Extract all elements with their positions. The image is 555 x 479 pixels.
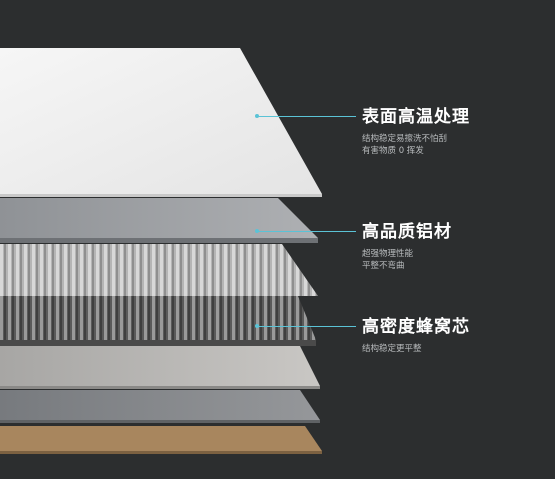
callout-2-dot [255, 229, 259, 233]
honeycomb-core-light [0, 244, 318, 296]
callout-1-desc: 结构稳定易擦洗不怕刮 有害物质 0 挥发 [362, 133, 470, 157]
lower-aluminum-layer [0, 390, 320, 420]
honeycomb-core-dark [0, 296, 316, 340]
callout-1-dot [255, 114, 259, 118]
callout-aluminum: 高品质铝材 超强物理性能 平整不弯曲 [362, 221, 452, 272]
bottom-layer [0, 426, 322, 451]
callout-3-desc: 结构稳定更平整 [362, 343, 470, 355]
callout-2-line-1: 超强物理性能 [362, 249, 414, 259]
callout-2-line-2: 平整不弯曲 [362, 261, 405, 271]
callout-3-dot [255, 324, 259, 328]
callout-3-leader [258, 326, 356, 327]
callout-3-title: 高密度蜂窝芯 [362, 317, 470, 337]
callout-1-line-2: 有害物质 0 挥发 [362, 146, 424, 156]
top-surface-layer [0, 48, 322, 194]
callout-2-desc: 超强物理性能 平整不弯曲 [362, 248, 452, 272]
callout-surface-treatment: 表面高温处理 结构稳定易擦洗不怕刮 有害物质 0 挥发 [362, 106, 470, 157]
callout-1-line-1: 结构稳定易擦洗不怕刮 [362, 134, 448, 144]
middle-sheet-layer [0, 346, 320, 386]
callout-1-title: 表面高温处理 [362, 107, 470, 127]
callout-2-leader [258, 231, 356, 232]
upper-aluminum-layer [0, 198, 318, 238]
callout-3-line-1: 结构稳定更平整 [362, 344, 422, 354]
callout-honeycomb: 高密度蜂窝芯 结构稳定更平整 [362, 316, 470, 355]
callout-1-leader [258, 116, 356, 117]
callout-2-title: 高品质铝材 [362, 222, 452, 242]
